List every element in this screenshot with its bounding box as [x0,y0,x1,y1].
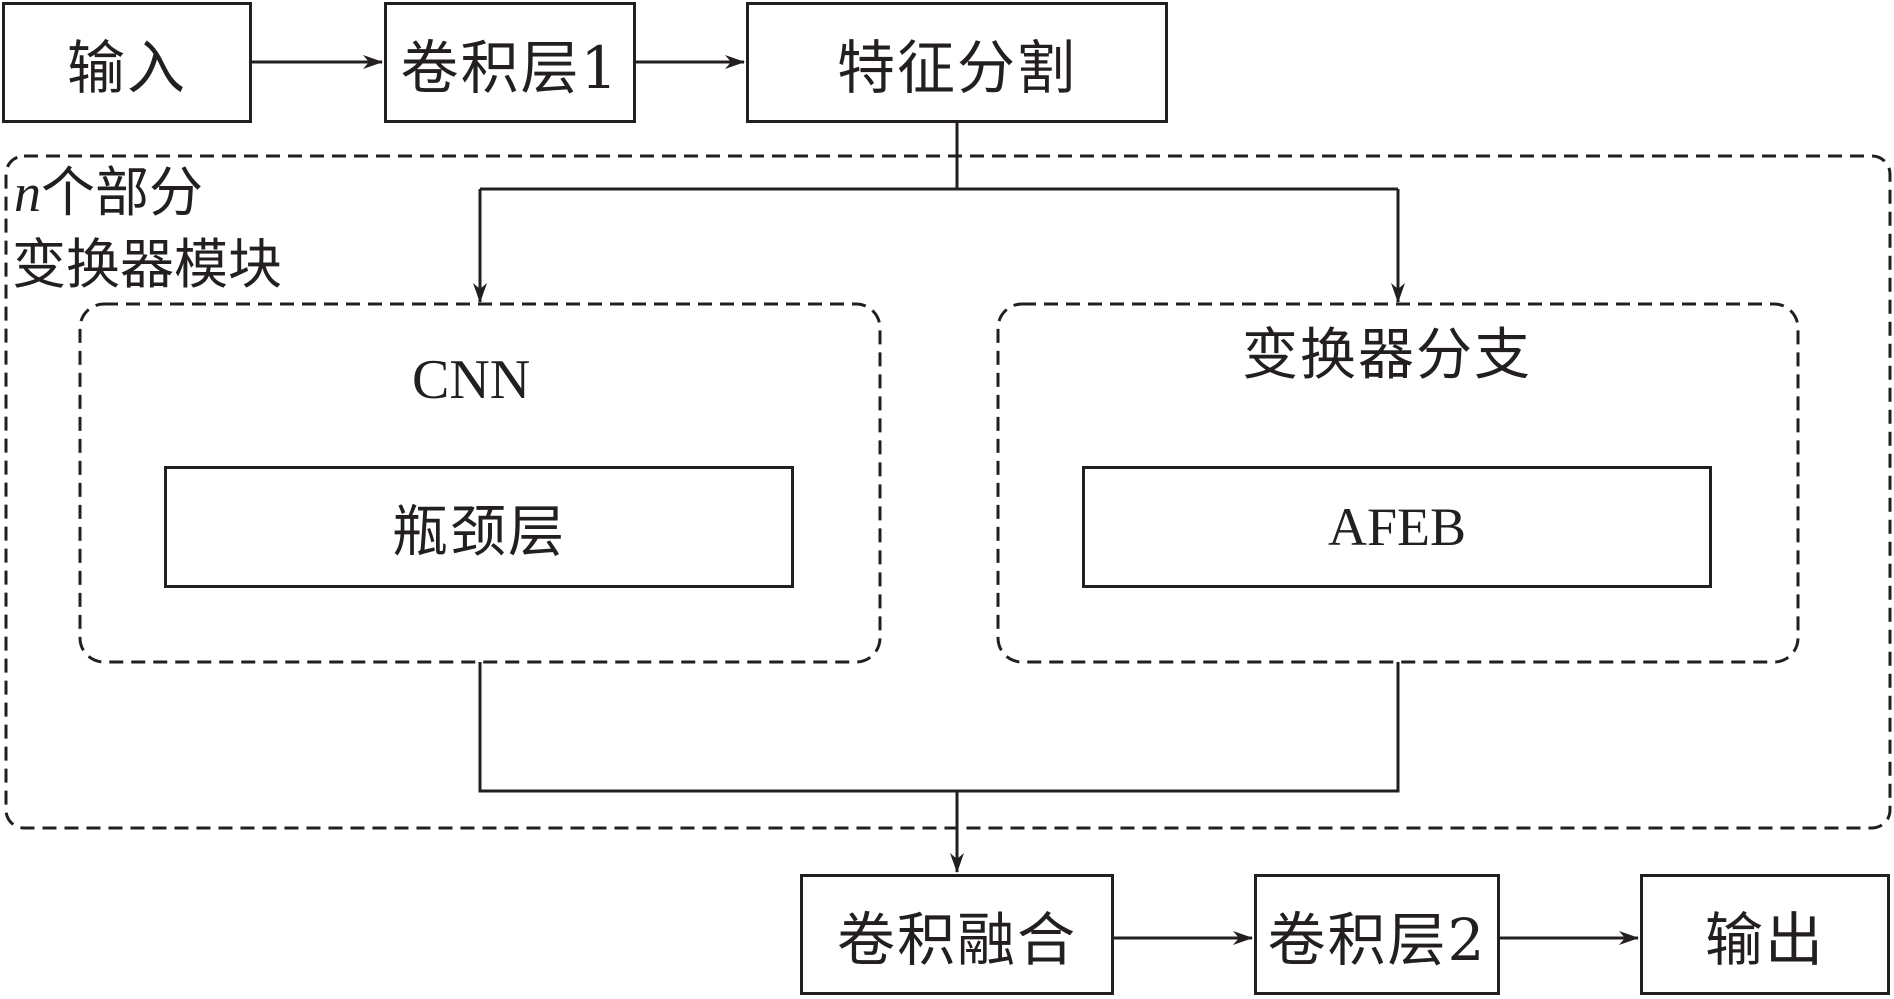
input-label: 输入 [66,33,187,102]
afeb-label: AFEB [1327,497,1467,557]
module-label-line2: 变换器模块 [12,233,282,296]
cnn-branch-title: CNN [412,349,531,411]
transformer-branch-region [996,302,1800,664]
output-label: 输出 [1704,905,1825,974]
conv-fusion-label: 卷积融合 [836,905,1077,974]
afeb-box: AFEB [1082,466,1712,588]
bottleneck-layer-box: 瓶颈层 [164,466,794,588]
module-label-parts: 个部分 [41,161,203,224]
merge-lines [478,662,1400,793]
cnn-branch-region [78,302,882,664]
module-label-line1: n个部分 [14,163,203,223]
output-box: 输出 [1640,874,1890,995]
n-part-transformer-module-region [4,154,1892,830]
conv-layer-1-label: 卷积层1 [400,33,620,102]
conv-layer-2-box: 卷积层2 [1254,874,1500,995]
input-box: 输入 [2,2,252,123]
bottleneck-layer-label: 瓶颈层 [392,499,566,565]
conv-fusion-box: 卷积融合 [800,874,1114,995]
transformer-branch-title: 变换器分支 [1242,323,1532,388]
feature-split-label: 特征分割 [836,33,1077,102]
conv-layer-1-box: 卷积层1 [384,2,636,123]
conv-layer-2-label: 卷积层2 [1267,905,1487,974]
feature-split-box: 特征分割 [746,2,1168,123]
module-label-n: n [14,163,41,223]
